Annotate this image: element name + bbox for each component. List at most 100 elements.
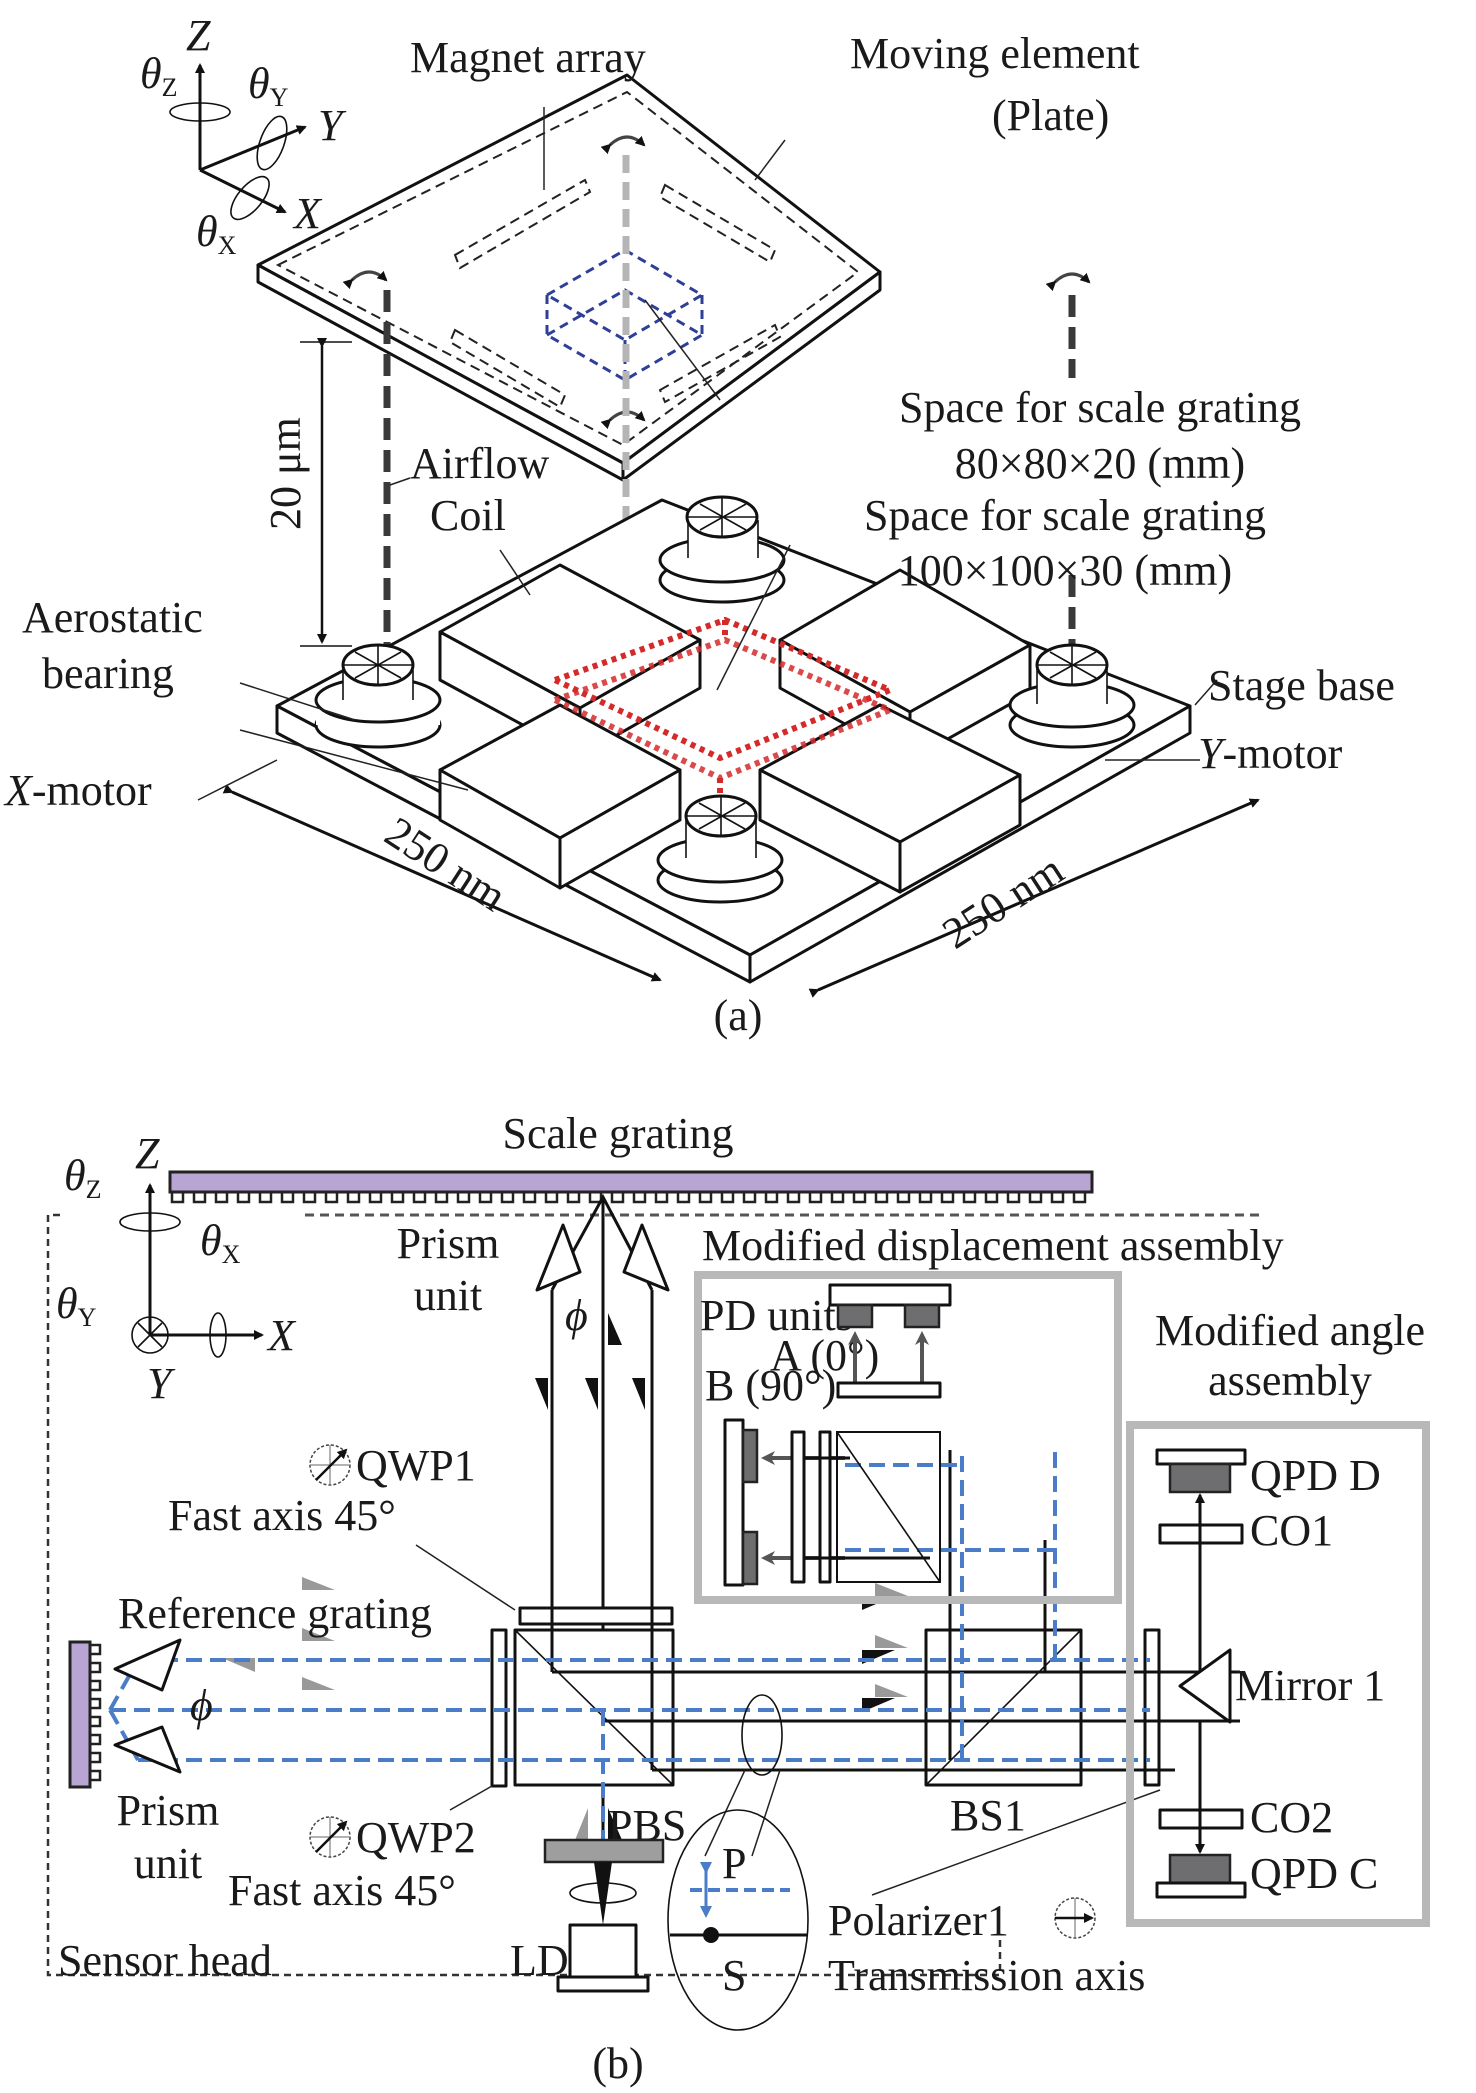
- pd-b-label: B (90°): [705, 1361, 836, 1410]
- phi-label-left: ϕ: [190, 1681, 213, 1730]
- airflow-label: Airflow: [410, 439, 550, 488]
- axis-y-into-page-icon: [131, 1316, 169, 1354]
- angle-assembly-optics: [1155, 1448, 1247, 1899]
- space-small-dims: 80×80×20 (mm): [955, 439, 1245, 488]
- displacement-assembly-box: [694, 1271, 1122, 1604]
- axes-frame-b: Z X Y θZ θX θY: [56, 1129, 297, 1408]
- ld-label: LD: [510, 1936, 569, 1985]
- plate-label: (Plate): [992, 91, 1109, 140]
- axis-x-label: X: [292, 189, 323, 238]
- fast-axis-1-label: Fast axis 45°: [168, 1491, 396, 1540]
- panel-a: Z Y X θZ θY θX: [3, 11, 1395, 1040]
- rotation-z-icon: [169, 102, 231, 122]
- pd-unit-b: [723, 1418, 941, 1587]
- reference-grating: [68, 1640, 102, 1789]
- aerostatic-bearings: [314, 495, 1136, 904]
- bs1-label: BS1: [950, 1791, 1026, 1840]
- coil-label: Coil: [430, 491, 506, 540]
- bearing-bottom: [656, 794, 784, 904]
- rotation-x-icon: [230, 175, 270, 221]
- prism-unit-top: [535, 1223, 670, 1292]
- magnet-array-label: Magnet array: [410, 33, 646, 82]
- axis-y-label: Y: [318, 101, 347, 150]
- modified-angle-label: Modified angle: [1155, 1306, 1425, 1355]
- rotation-y-icon: [256, 115, 288, 171]
- qwp1-axis-icon: [309, 1444, 351, 1486]
- qpd-c-label: QPD C: [1250, 1849, 1378, 1898]
- prism-unit-top-label-2: unit: [414, 1271, 482, 1320]
- axis-x-label-b: X: [266, 1311, 297, 1360]
- qpd-d-label: QPD D: [1250, 1451, 1381, 1500]
- angle-assembly-box: [1126, 1421, 1430, 1927]
- horizontal-beams: [550, 1450, 1240, 1772]
- polarizer1-plate: [1143, 1628, 1161, 1787]
- modified-displacement-label: Modified displacement assembly: [702, 1221, 1284, 1270]
- axis-z-label-b: Z: [135, 1129, 160, 1178]
- mirror1: [1178, 1648, 1232, 1724]
- bearing-label: bearing: [42, 649, 174, 698]
- theta-z-label: θZ: [140, 49, 178, 102]
- prism-unit-left-label: Prism: [117, 1786, 220, 1835]
- pbs-mount: [543, 1838, 665, 1864]
- bearing-left: [314, 643, 442, 749]
- phi-label-top: ϕ: [565, 1291, 588, 1340]
- p-polarization-label: P: [722, 1839, 746, 1888]
- pd-units-label: PD units: [700, 1291, 853, 1340]
- qwp1-label: QWP1: [356, 1441, 476, 1490]
- theta-z-label-b: θZ: [64, 1151, 102, 1204]
- axes-frame-a: Z Y X θZ θY θX: [140, 11, 347, 260]
- co2-label: CO2: [1250, 1793, 1333, 1842]
- transmission-axis-label: Transmission axis: [828, 1951, 1145, 2000]
- tilt-arrow-icons: [342, 135, 1091, 430]
- stage-base-label: Stage base: [1208, 661, 1395, 710]
- aerostatic-label: Aerostatic: [22, 593, 203, 642]
- qpd-d-sensor: [1168, 1462, 1232, 1494]
- moving-plate: [256, 73, 1091, 482]
- pd-unit-a: [828, 1283, 952, 1399]
- space-small-label: Space for scale grating: [899, 383, 1301, 432]
- polarization-inset: [667, 1694, 809, 2031]
- qwp2-label: QWP2: [356, 1813, 476, 1862]
- prism-unit-left-label-2: unit: [134, 1839, 202, 1888]
- space-large-label: Space for scale grating: [864, 491, 1266, 540]
- gap-dimension: 20 μm: [261, 338, 352, 647]
- magnet-array-pieces: [448, 178, 782, 409]
- space-large-dims: 100×100×30 (mm): [898, 546, 1232, 595]
- polarizer-axis-icon: [1054, 1897, 1096, 1939]
- modified-angle-label-2: assembly: [1208, 1356, 1372, 1405]
- ld-stack: [543, 1838, 665, 1993]
- s-polarization-label: S: [722, 1951, 746, 2000]
- moving-element-label: Moving element: [850, 29, 1140, 78]
- qpd-c-sensor: [1168, 1853, 1232, 1885]
- axis-y-label-b: Y: [147, 1359, 176, 1408]
- qwp2-axis-icon: [309, 1816, 351, 1858]
- leader-lines-a: [197, 107, 1218, 801]
- gap-label: 20 μm: [261, 417, 310, 530]
- qwp1-plate: [518, 1606, 674, 1626]
- bearing-right: [1008, 643, 1136, 749]
- sensor-head-label: Sensor head: [58, 1936, 272, 1985]
- caption-b: (b): [592, 2039, 643, 2088]
- axis-z-label: Z: [186, 11, 211, 60]
- scale-grating: [168, 1170, 1094, 1204]
- reference-grating-label: Reference grating: [118, 1589, 432, 1638]
- laser-diode: [568, 1923, 638, 1979]
- fast-axis-1-leader: [415, 1544, 516, 1611]
- panel-b: Scale grating Z X Y θZ θX θY: [46, 1109, 1430, 2088]
- fast-axis-2-label: Fast axis 45°: [228, 1866, 456, 1915]
- y-motor-label: Y-motor: [1198, 729, 1343, 778]
- bearing-top: [658, 495, 786, 604]
- scale-grating-label: Scale grating: [503, 1109, 734, 1158]
- prism-unit-left: [113, 1638, 182, 1774]
- theta-x-label-b: θX: [200, 1216, 241, 1269]
- theta-y-label-b: θY: [56, 1279, 97, 1332]
- co1-label: CO1: [1250, 1506, 1333, 1555]
- mirror1-label: Mirror 1: [1235, 1661, 1385, 1710]
- theta-y-label: θY: [248, 59, 289, 112]
- polarizer1-label: Polarizer1: [828, 1896, 1009, 1945]
- caption-a: (a): [714, 991, 763, 1040]
- theta-x-label: θX: [196, 207, 237, 260]
- prism-unit-top-label: Prism: [397, 1219, 500, 1268]
- reference-beams: [108, 1450, 1150, 1900]
